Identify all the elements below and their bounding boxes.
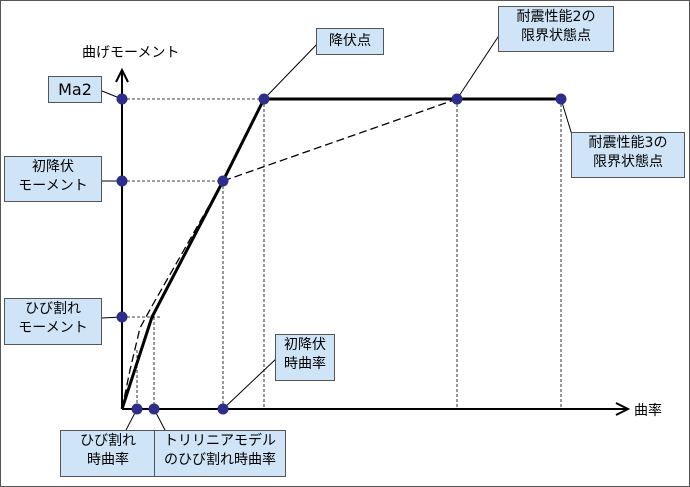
actual-curve	[121, 98, 458, 410]
label-yield-point: 降伏点	[316, 28, 384, 55]
point-seismic-limit-3	[555, 93, 567, 105]
point-initial-yield-moment-axis	[116, 175, 128, 187]
label-seismic-limit-3: 耐震性能3の 限界状態点	[571, 132, 685, 178]
label-trilinear-cracking-curvature: トリリニアモデル のひび割れ時曲率	[154, 430, 286, 477]
label-trilinear-cracking-curvature-line2: のひび割れ時曲率	[164, 452, 276, 468]
point-cracking-curvature	[131, 403, 143, 415]
x-axis-label: 曲率	[634, 402, 662, 419]
y-axis-arrow	[115, 67, 129, 83]
trilinear-model-curve	[120, 97, 561, 410]
label-cracking-curvature-line1: ひび割れ	[80, 433, 136, 449]
leader-limit3	[560, 98, 573, 136]
label-seismic-limit-2-line1: 耐震性能2の	[516, 9, 596, 25]
label-seismic-limit-2-line2: 限界状態点	[521, 28, 591, 44]
label-initial-yield-moment: 初降伏 モーメント	[4, 156, 102, 202]
point-ma2-axis	[116, 93, 128, 105]
label-seismic-limit-3-line2: 限界状態点	[593, 154, 663, 170]
point-initial-yield-curvature	[217, 403, 229, 415]
label-cracking-curvature: ひび割れ 時曲率	[60, 430, 156, 477]
label-initial-yield-curvature-line1: 初降伏	[284, 337, 326, 353]
point-yield	[258, 93, 270, 105]
x-axis-arrow	[615, 402, 631, 416]
label-cracking-moment-line2: モーメント	[18, 320, 88, 336]
point-initial-yield	[217, 175, 229, 187]
label-initial-yield-moment-line2: モーメント	[18, 178, 88, 194]
label-cracking-moment: ひび割れ モーメント	[4, 298, 102, 345]
point-cracking-moment-axis	[116, 311, 128, 323]
label-ma2-line1: Ma2	[58, 80, 92, 99]
label-cracking-curvature-line2: 時曲率	[87, 452, 129, 468]
leader-yield-point	[263, 39, 322, 100]
label-initial-yield-curvature-line2: 時曲率	[284, 356, 326, 372]
y-axis-label: 曲げモーメント	[82, 45, 179, 61]
label-cracking-moment-line1: ひび割れ	[25, 301, 81, 317]
label-seismic-limit-3-line1: 耐震性能3の	[588, 135, 668, 151]
label-seismic-limit-2: 耐震性能2の 限界状態点	[498, 6, 614, 52]
label-yield-point-line1: 降伏点	[329, 33, 371, 49]
label-initial-yield-moment-line1: 初降伏	[32, 159, 74, 175]
label-initial-yield-curvature: 初降伏 時曲率	[275, 334, 335, 381]
leader-limit2	[456, 33, 501, 100]
leader-initial-yield-curvature	[222, 357, 278, 410]
point-trilinear-cracking-curvature	[148, 403, 160, 415]
label-ma2: Ma2	[48, 76, 102, 103]
point-seismic-limit-2	[451, 93, 463, 105]
label-trilinear-cracking-curvature-line1: トリリニアモデル	[164, 433, 276, 449]
